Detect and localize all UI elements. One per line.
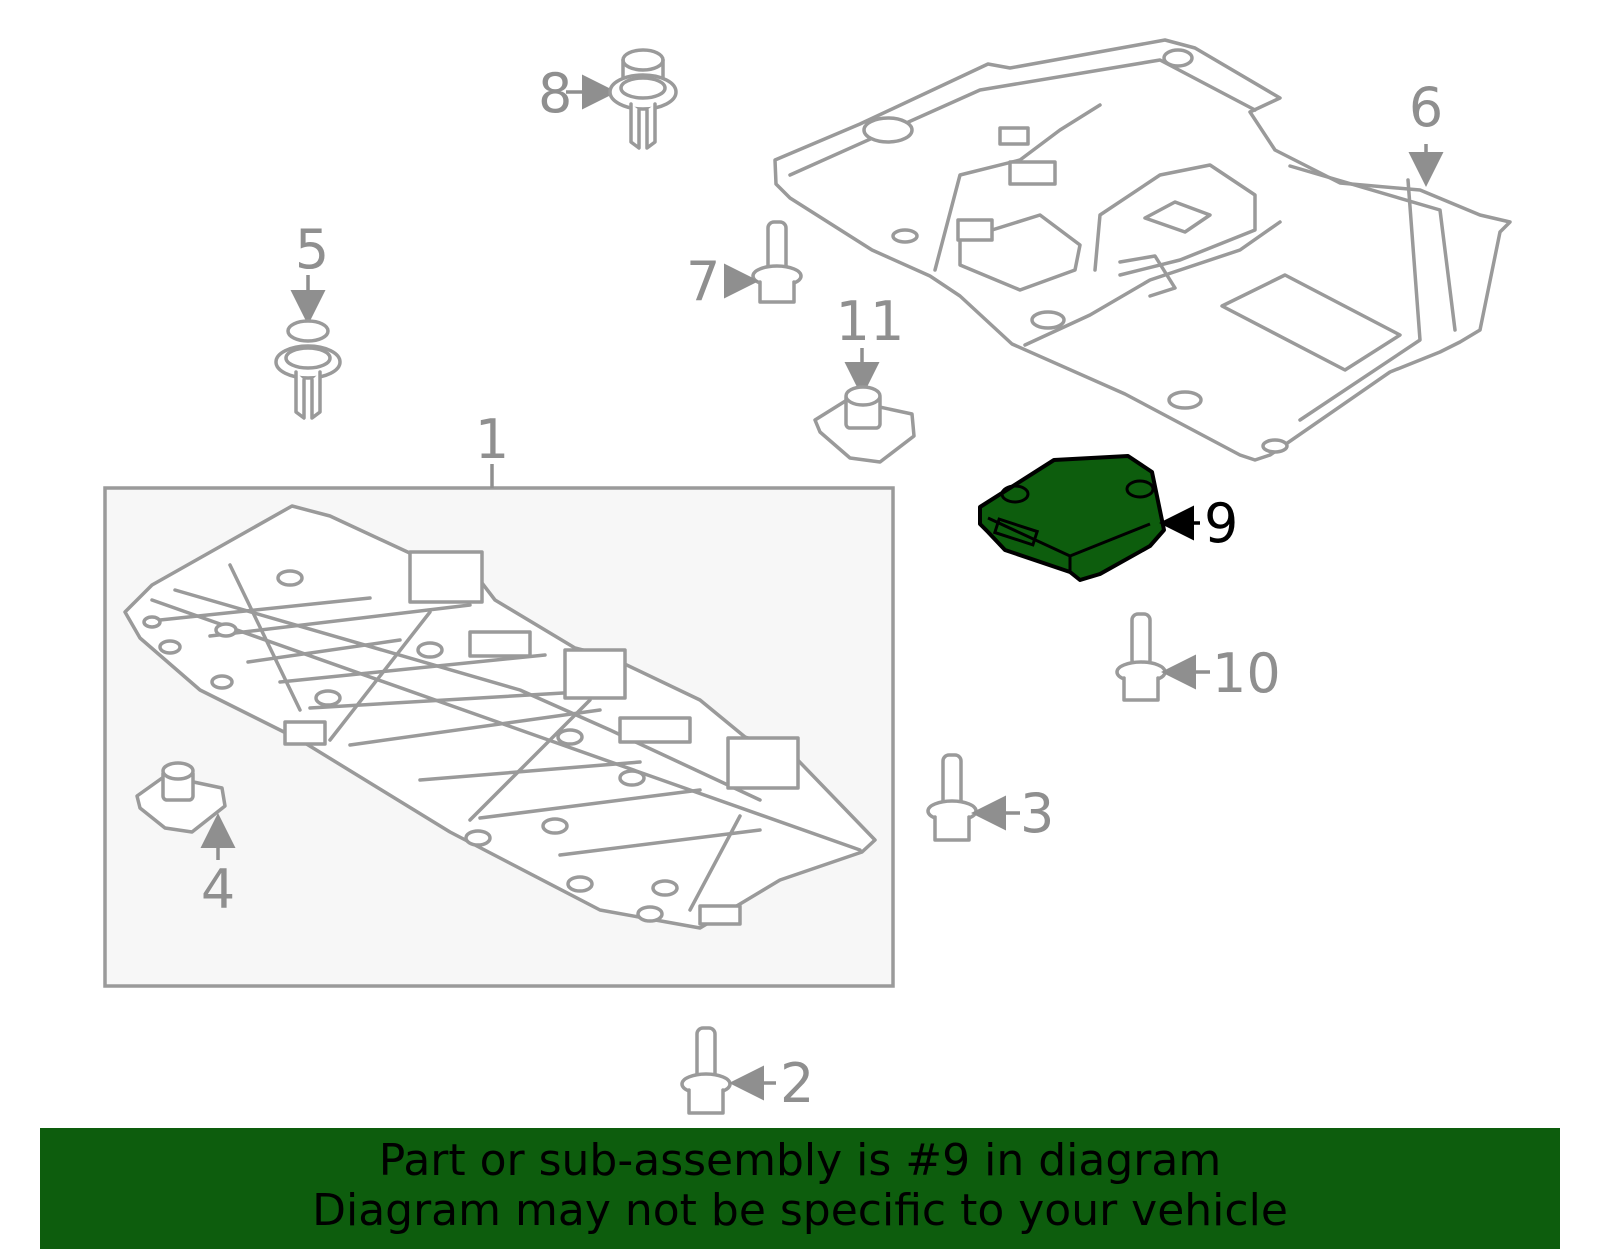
info-banner: Part or sub-assembly is #9 in diagram Di… bbox=[40, 1128, 1560, 1249]
part-1-shield bbox=[123, 504, 877, 930]
part-1-lower-shield-group bbox=[103, 464, 895, 988]
part-11-clip-nut bbox=[813, 348, 916, 464]
callout-4: 4 bbox=[201, 858, 235, 921]
callout-5: 5 bbox=[295, 218, 329, 281]
callout-3: 3 bbox=[1020, 782, 1054, 845]
part-6-undercover bbox=[773, 38, 1512, 462]
banner-line-disclaimer: Diagram may not be specific to your vehi… bbox=[312, 1185, 1288, 1236]
callout-10: 10 bbox=[1212, 642, 1281, 705]
part-9-highlighted-bracket bbox=[978, 454, 1200, 582]
part-3-bolt bbox=[926, 753, 1020, 842]
part-10-bolt bbox=[1115, 612, 1210, 702]
callout-7: 7 bbox=[686, 250, 720, 313]
callout-6: 6 bbox=[1409, 76, 1443, 139]
callout-9: 9 bbox=[1204, 492, 1238, 555]
part-7-bolt bbox=[724, 220, 803, 304]
banner-line-part: Part or sub-assembly is #9 in diagram bbox=[378, 1135, 1222, 1186]
callout-2: 2 bbox=[780, 1052, 814, 1115]
part-2-bolt bbox=[680, 1026, 776, 1115]
part-8-push-clip bbox=[566, 48, 678, 150]
part-4-clip-nut bbox=[135, 761, 236, 860]
callout-1: 1 bbox=[475, 408, 509, 471]
part-5-push-clip bbox=[274, 275, 342, 420]
callout-8: 8 bbox=[538, 62, 572, 125]
callout-11: 11 bbox=[836, 290, 905, 353]
